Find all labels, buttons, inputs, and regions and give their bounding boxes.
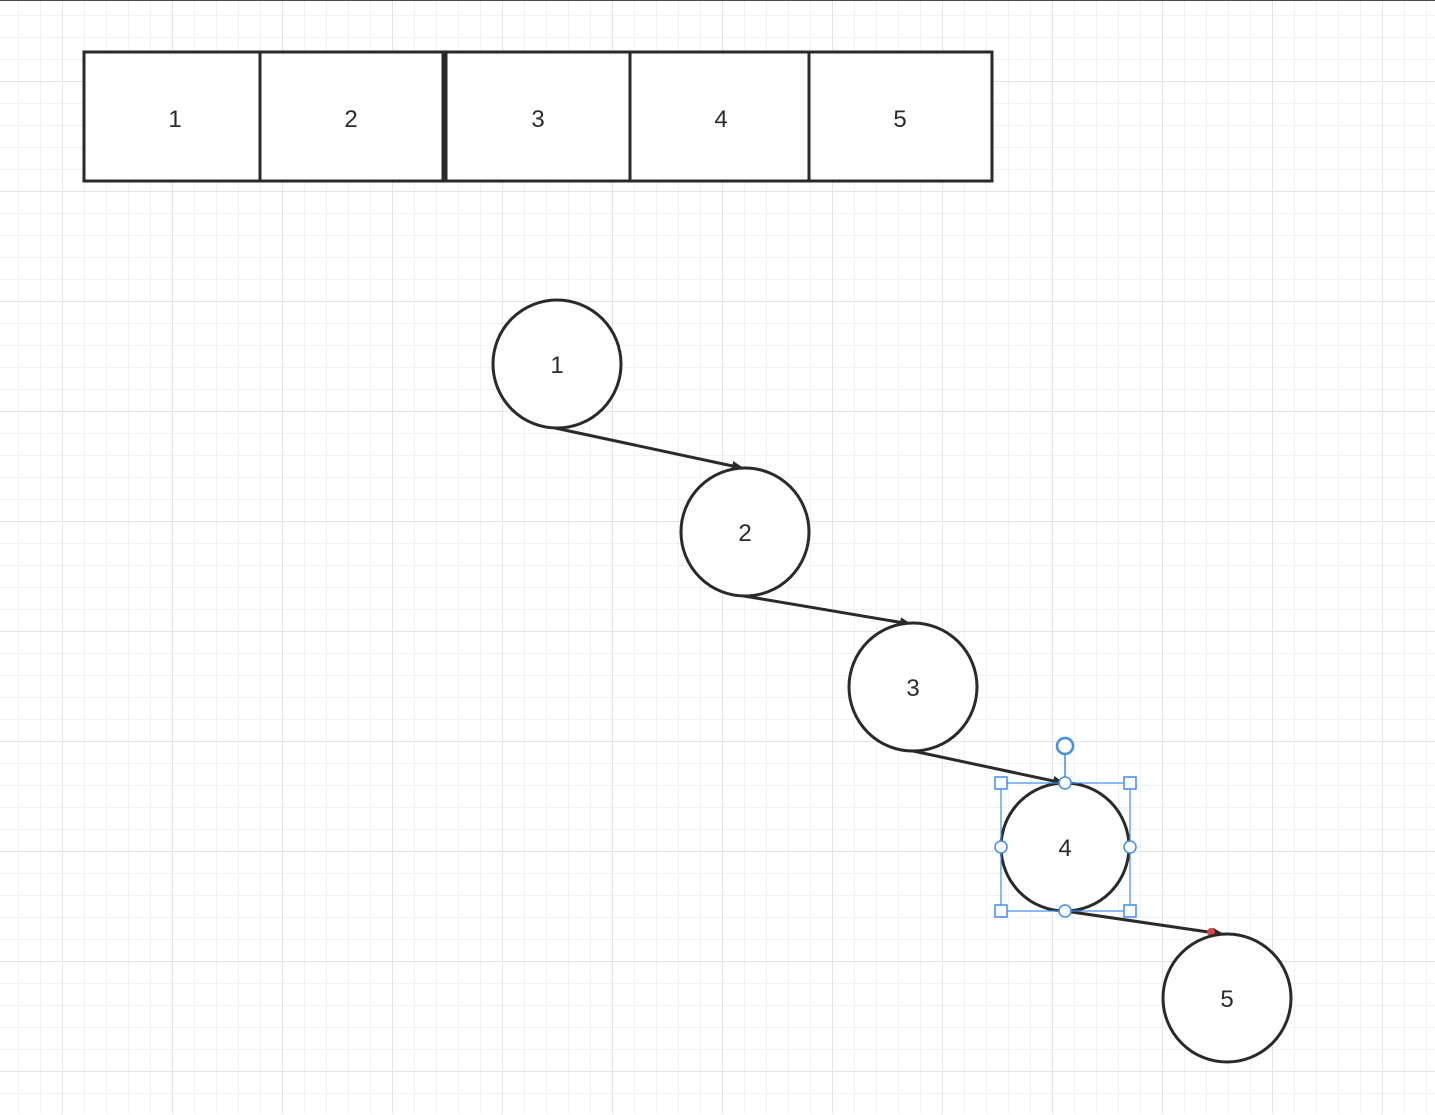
edge-arrow[interactable]	[912, 749, 1065, 786]
edge-arrow[interactable]	[554, 426, 744, 471]
node-label: 1	[550, 352, 563, 379]
nodes: 1 2 3 4 5	[491, 298, 1293, 1064]
connector-handle-top[interactable]	[1058, 776, 1072, 790]
array-cell-label: 3	[531, 106, 544, 133]
array-cell-label: 5	[893, 106, 906, 133]
node-label: 5	[1220, 986, 1233, 1013]
edge-arrow[interactable]	[1064, 909, 1224, 938]
connector-handle-bottom[interactable]	[1058, 904, 1072, 918]
connection-point-icon[interactable]	[1207, 928, 1215, 936]
array-cell-label: 2	[344, 106, 357, 133]
node-label: 3	[906, 675, 919, 702]
array-cell[interactable]: 1	[82, 50, 266, 183]
connector-handle-right[interactable]	[1123, 840, 1137, 854]
edges	[554, 426, 1224, 938]
resize-handle-bottom-right[interactable]	[1123, 904, 1137, 918]
resize-handle-top-left[interactable]	[994, 776, 1008, 790]
array-cell[interactable]: 5	[807, 50, 994, 183]
edge-arrow[interactable]	[743, 594, 912, 628]
rotate-handle-icon[interactable]	[1055, 736, 1075, 756]
resize-handle-bottom-left[interactable]	[994, 904, 1008, 918]
list-node[interactable]: 1	[491, 298, 623, 430]
array-cell-label: 1	[168, 106, 181, 133]
node-label: 4	[1058, 835, 1071, 862]
connector-handle-left[interactable]	[994, 840, 1008, 854]
resize-handle-top-right[interactable]	[1123, 776, 1137, 790]
array-cell[interactable]: 3	[444, 50, 632, 183]
array-cell[interactable]: 4	[628, 50, 813, 183]
array-container: 1 2 3 4 5	[82, 50, 994, 183]
list-node[interactable]: 2	[679, 466, 811, 598]
node-label: 2	[738, 520, 751, 547]
selection-overlay	[994, 736, 1137, 918]
array-cell[interactable]: 2	[258, 50, 445, 183]
list-node[interactable]: 3	[847, 621, 979, 753]
array-cell-label: 4	[714, 106, 727, 133]
list-node-selected[interactable]: 4	[999, 781, 1131, 913]
list-node[interactable]: 5	[1161, 932, 1293, 1064]
